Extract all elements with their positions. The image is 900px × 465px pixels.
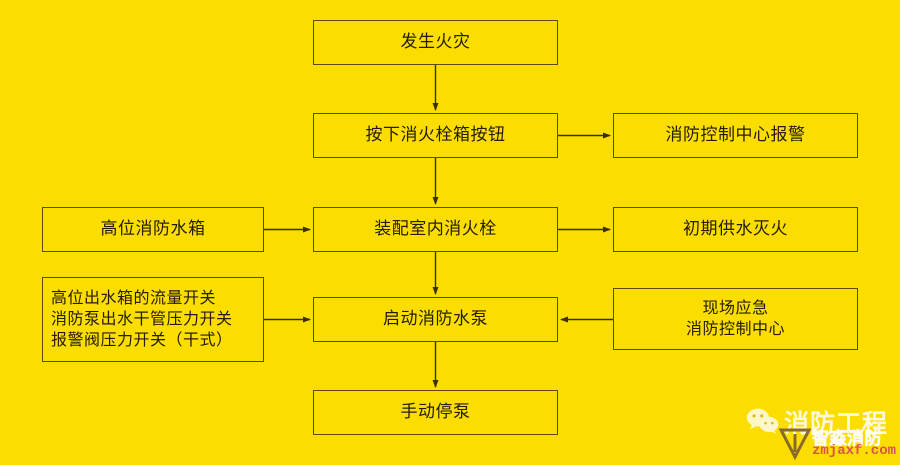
node-manual-stop-pump[interactable]: 手动停泵 xyxy=(313,390,558,435)
node-trigger-switches-line-1: 高位出水箱的流量开关 xyxy=(51,289,217,307)
node-indoor-hydrant-assembly-label: 装配室内消火栓 xyxy=(374,219,497,239)
watermark-website: zmjaxf.com xyxy=(812,443,897,459)
node-onsite-emergency[interactable]: 现场应急 消防控制中心 xyxy=(613,288,858,350)
node-onsite-emergency-line-2: 消防控制中心 xyxy=(685,321,785,338)
node-trigger-switches-line-2: 消防泵出水干管压力开关 xyxy=(51,310,233,328)
node-press-hydrant-button[interactable]: 按下消火栓箱按钮 xyxy=(313,113,558,158)
node-fire-control-center-alarm-label: 消防控制中心报警 xyxy=(665,125,806,145)
node-manual-stop-pump-label: 手动停泵 xyxy=(400,402,471,422)
node-start-fire-pump[interactable]: 启动消防水泵 xyxy=(313,297,558,342)
watermark: 消防工程 智淼消防 zmjaxf.com xyxy=(742,398,900,465)
node-initial-water-supply-label: 初期供水灭火 xyxy=(683,219,788,239)
node-high-level-water-tank-label: 高位消防水箱 xyxy=(100,219,206,239)
node-trigger-switches-line-3: 报警阀压力开关（干式） xyxy=(51,332,233,350)
node-press-hydrant-button-label: 按下消火栓箱按钮 xyxy=(365,125,506,145)
wechat-icon xyxy=(746,408,779,434)
watermark-brand-name: 智淼消防 xyxy=(812,429,882,449)
brand-logo-icon xyxy=(778,428,812,460)
node-indoor-hydrant-assembly[interactable]: 装配室内消火栓 xyxy=(313,207,558,252)
watermark-channel-name: 消防工程 xyxy=(784,410,889,438)
watermark-badge: 智淼消防 zmjaxf.com xyxy=(778,424,898,462)
node-fire-control-center-alarm[interactable]: 消防控制中心报警 xyxy=(613,113,858,158)
node-high-level-water-tank[interactable]: 高位消防水箱 xyxy=(42,207,264,252)
node-initial-water-supply[interactable]: 初期供水灭火 xyxy=(613,207,858,252)
node-fire-label: 发生火灾 xyxy=(400,32,471,52)
node-onsite-emergency-line-1: 现场应急 xyxy=(702,299,769,317)
node-start-fire-pump-label: 启动消防水泵 xyxy=(383,309,488,329)
node-trigger-switches[interactable]: 高位出水箱的流量开关 消防泵出水干管压力开关 报警阀压力开关（干式） xyxy=(42,277,264,362)
node-fire[interactable]: 发生火灾 xyxy=(313,20,558,65)
